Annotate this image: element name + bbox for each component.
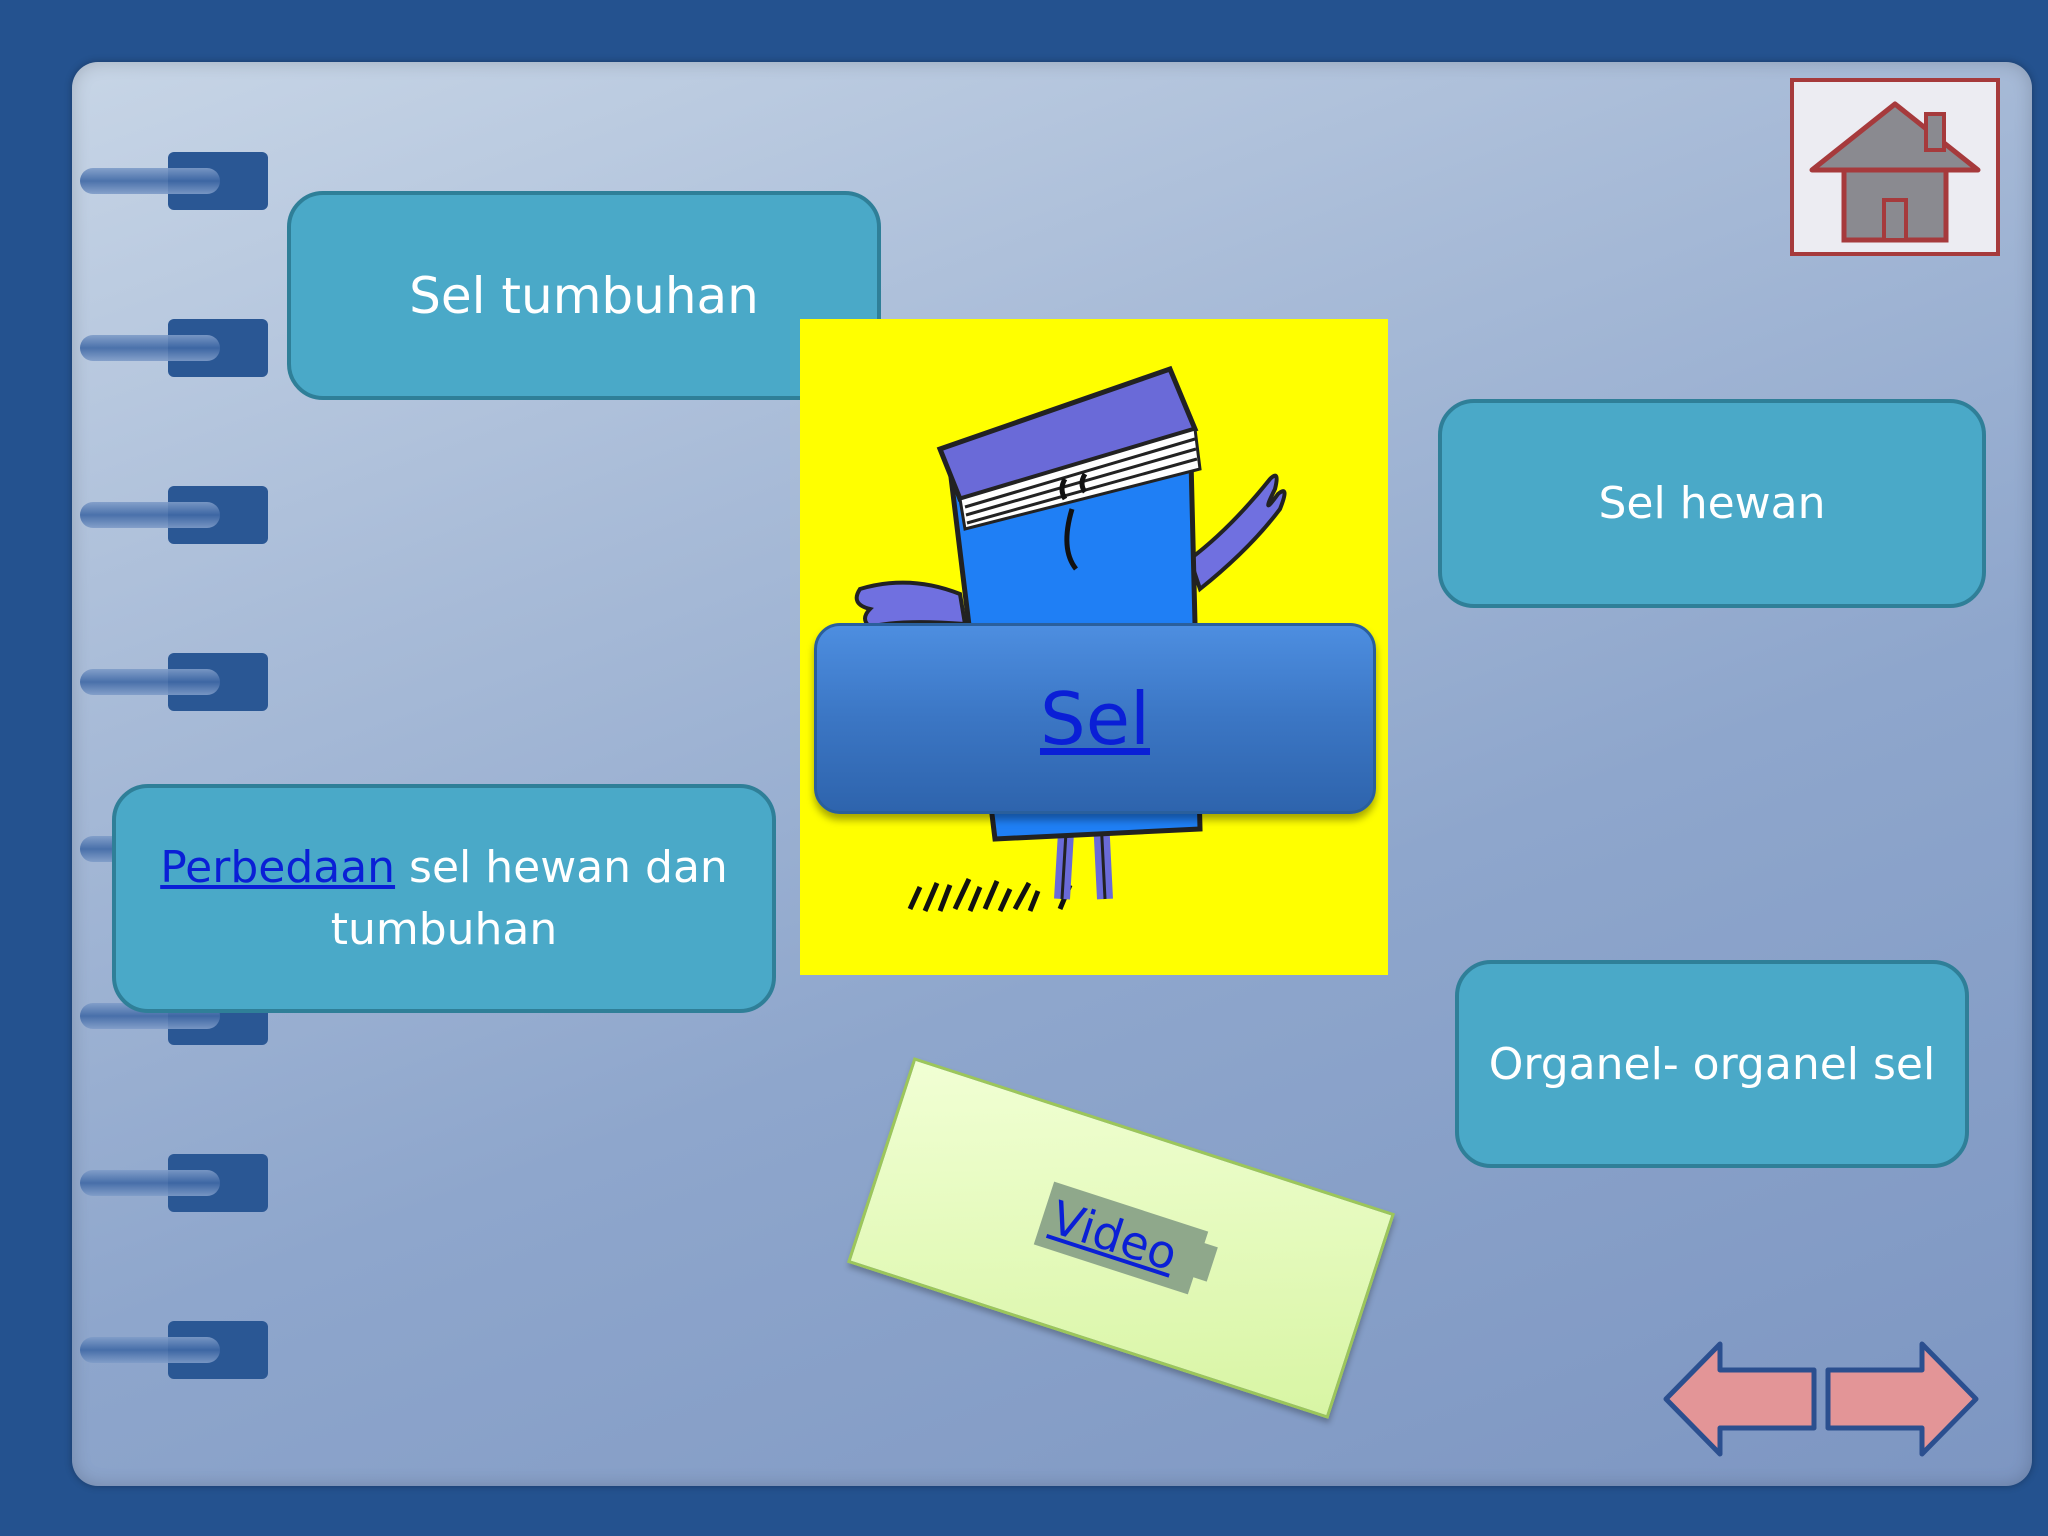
binder-ring — [80, 152, 268, 210]
video-link[interactable]: Video — [1033, 1181, 1209, 1295]
sel-hewan-button[interactable]: Sel hewan — [1438, 399, 1986, 608]
home-button[interactable] — [1790, 78, 2000, 256]
sel-hewan-label: Sel hewan — [1598, 478, 1826, 529]
perbedaan-rest: sel hewan dan tumbuhan — [330, 841, 728, 955]
sel-link[interactable]: Sel — [1039, 676, 1150, 761]
binder-ring — [80, 1154, 268, 1212]
organel-label: Organel- organel sel — [1488, 1038, 1936, 1090]
home-icon — [1809, 101, 1981, 243]
sel-tumbuhan-button[interactable]: Sel tumbuhan — [287, 191, 881, 400]
organel-button[interactable]: Organel- organel sel — [1455, 960, 1969, 1168]
perbedaan-box: Perbedaan sel hewan dan tumbuhan — [112, 784, 776, 1013]
perbedaan-link[interactable]: Perbedaan — [160, 841, 396, 893]
binder-ring — [80, 319, 268, 377]
binder-ring — [80, 486, 268, 544]
sel-tumbuhan-label: Sel tumbuhan — [409, 266, 759, 325]
arrow-right-icon — [1825, 1341, 1979, 1457]
sel-button[interactable]: Sel — [814, 623, 1376, 814]
next-button[interactable] — [1820, 1340, 1980, 1458]
perbedaan-text: Perbedaan sel hewan dan tumbuhan — [156, 837, 732, 961]
arrow-left-icon — [1663, 1341, 1817, 1457]
binder-ring — [80, 1321, 268, 1379]
previous-button[interactable] — [1662, 1340, 1822, 1458]
binder-ring — [80, 653, 268, 711]
